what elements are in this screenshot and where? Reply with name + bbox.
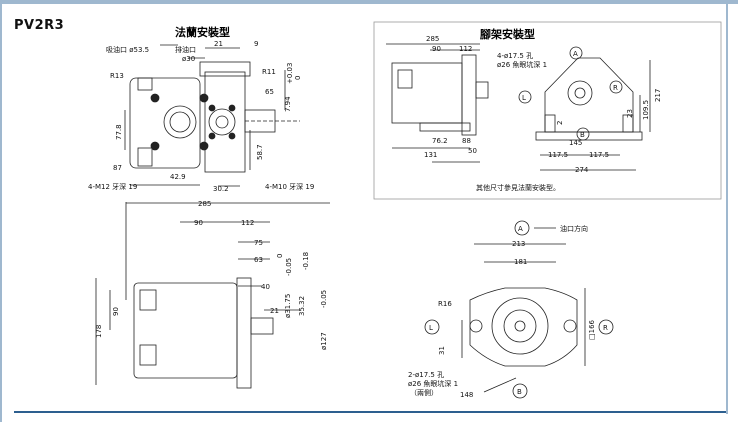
- foot-footnote: 其他尺寸參見法蘭安裝型。: [476, 183, 560, 192]
- side-dim-neg-0-05-a: -0.05: [285, 258, 293, 276]
- foot-dim-274: 274: [575, 166, 589, 174]
- dim-tol-plus: +0.03: [286, 63, 294, 84]
- front-dim-148: 148: [460, 391, 473, 399]
- dim-r11: R11: [262, 68, 276, 76]
- side-dim-35-32: 35.32: [298, 296, 306, 316]
- side-dim-neg-0-18: -0.18: [302, 252, 310, 270]
- dim-21: 21: [214, 40, 223, 48]
- foot-hole-label: 4-ø17.5 孔: [497, 52, 533, 60]
- side-dim-127: ø127: [320, 332, 328, 350]
- front-hole-label: 2-ø17.5 孔: [408, 371, 444, 379]
- foot-dim-112: 112: [459, 45, 472, 53]
- side-dim-178: 178: [95, 325, 103, 338]
- foot-dim-117-5-right: 117.5: [589, 151, 609, 159]
- side-dim-112: 112: [241, 219, 254, 227]
- front-marker-a: A: [518, 225, 523, 233]
- front-dim-r16: R16: [438, 300, 452, 308]
- dim-42-9: 42.9: [170, 173, 186, 181]
- side-dim-90: 90: [194, 219, 203, 227]
- foot-marker-b: B: [580, 131, 585, 139]
- dim-tol-zero: 0: [294, 76, 302, 80]
- top-border: [0, 0, 738, 4]
- side-dim-63: 63: [254, 256, 263, 264]
- foot-dim-109-5: 109.5: [642, 100, 650, 120]
- foot-dim-145: 145: [569, 139, 582, 147]
- foot-marker-r: R: [613, 84, 618, 92]
- front-marker-r: R: [603, 324, 608, 332]
- front-dim-213: 213: [512, 240, 525, 248]
- left-border: [0, 4, 2, 422]
- foot-dim-88: 88: [462, 137, 471, 145]
- foot-dim-217: 217: [654, 89, 662, 102]
- thread-right: 4-M10 牙深 19: [265, 182, 314, 191]
- front-counterbore-label: ø26 魚眼坑深 1: [408, 379, 458, 388]
- right-border: [726, 4, 728, 414]
- foot-dim-117-5-left: 117.5: [548, 151, 568, 159]
- foot-view-front: [518, 46, 651, 171]
- front-marker-l: L: [429, 324, 433, 332]
- foot-dim-131: 131: [424, 151, 437, 159]
- dim-87: 87: [113, 164, 122, 172]
- foot-labels: 285 90 112 76.2 88 131 50 145 117.5 117.…: [424, 35, 662, 192]
- dim-9: 9: [254, 40, 258, 48]
- foot-marker-l: L: [522, 94, 526, 102]
- side-dim-0-a: 0: [276, 254, 284, 258]
- foot-mount-title: 腳架安裝型: [480, 27, 535, 41]
- foot-dim-50: 50: [468, 147, 477, 155]
- front-labels: A 油口方向 213 181 R16 31 □166 148 2-ø17.5 孔…: [408, 224, 608, 399]
- suction-port-label: 吸油口 ø53.5: [106, 45, 149, 54]
- side-dim-75: 75: [254, 239, 263, 247]
- foot-dim-23: 23: [626, 109, 634, 118]
- dim-58-7: 58.7: [256, 144, 264, 160]
- foot-dim-90: 90: [432, 45, 441, 53]
- foot-view-side: [386, 43, 489, 163]
- side-labels: 285 90 112 75 63 40 21 ø31.75 0 -0.05 35…: [95, 200, 328, 350]
- side-dim-31-75: ø31.75: [284, 294, 292, 318]
- dim-r13: R13: [110, 72, 124, 80]
- discharge-port-dia: ø30: [182, 55, 195, 63]
- flange-view: [124, 44, 300, 187]
- discharge-port-label: 排油口: [175, 45, 196, 54]
- foot-dim-285: 285: [426, 35, 439, 43]
- front-dim-181: 181: [514, 258, 527, 266]
- front-view: [424, 220, 614, 399]
- front-dim-31: 31: [438, 346, 446, 355]
- foot-counterbore-label: ø26 魚眼坑深 1: [497, 60, 547, 69]
- side-dim-21: 21: [270, 307, 279, 315]
- thread-left: 4-M12 牙深 19: [88, 182, 137, 191]
- oil-direction-label: 油口方向: [560, 224, 588, 233]
- foot-dim-76-2: 76.2: [432, 137, 448, 145]
- flange-labels: 吸油口 ø53.5 排油口 ø30 21 9 R11 65 +0.03 0 7.…: [88, 40, 314, 193]
- side-dim-40: 40: [261, 283, 270, 291]
- bottom-border: [14, 411, 726, 413]
- side-dim-neg-0-05-b: -0.05: [320, 290, 328, 308]
- foot-marker-a: A: [573, 50, 578, 58]
- side-dim-285: 285: [198, 200, 211, 208]
- dim-7-94: 7.94: [284, 96, 292, 112]
- dim-65: 65: [265, 88, 274, 96]
- flange-mount-title: 法蘭安裝型: [175, 25, 230, 39]
- foot-dim-2: 2: [556, 121, 564, 125]
- foot-mount-box: [373, 21, 722, 200]
- dim-77-8: 77.8: [115, 124, 123, 140]
- front-dim-166: □166: [588, 319, 596, 340]
- model-number: PV2R3: [14, 18, 65, 33]
- side-dim-90-vertical: 90: [112, 307, 120, 316]
- dim-30-2: 30.2: [213, 185, 229, 193]
- front-note-both-sides: （兩側）: [410, 388, 438, 397]
- front-marker-b: B: [517, 388, 522, 396]
- side-view: [95, 202, 330, 389]
